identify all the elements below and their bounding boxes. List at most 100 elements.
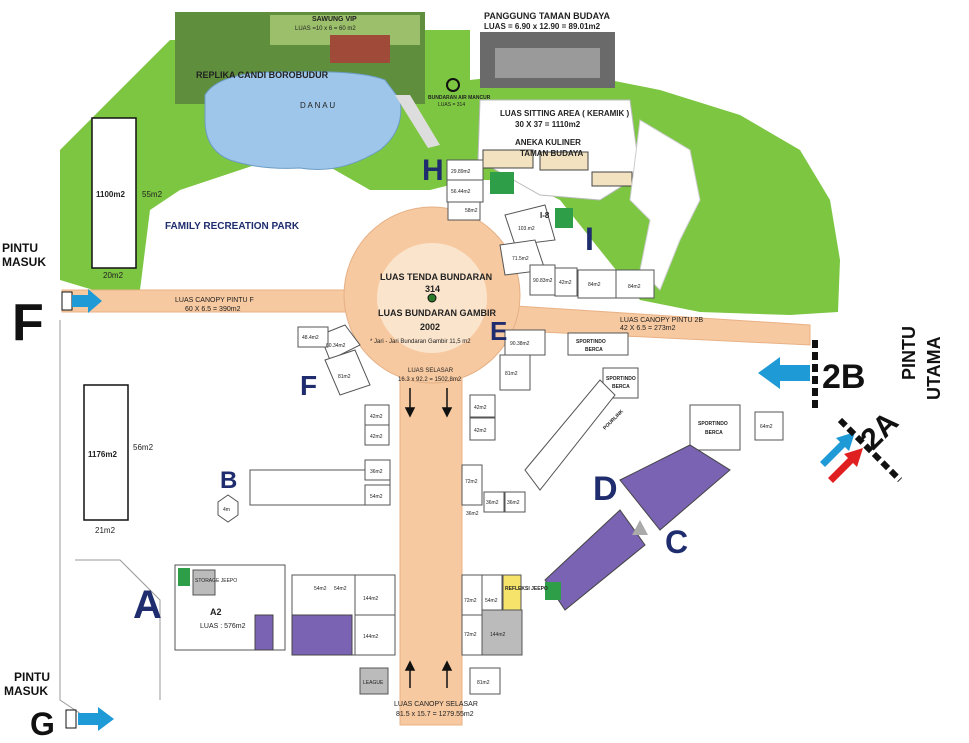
sportindo-1-block	[567, 332, 629, 356]
zone-b-stalls	[249, 459, 391, 506]
block-i4-label: 42m2	[559, 280, 572, 286]
block-e4	[469, 417, 496, 441]
panggung-luas: LUAS = 6.90 x 12.90 = 89.01m2	[484, 22, 601, 31]
sitting-label: LUAS SITTING AREA ( KERAMIK )	[500, 109, 630, 118]
field-1176	[83, 384, 129, 521]
block-c5-label: 81m2	[477, 680, 490, 686]
a2-luas: LUAS : 576m2	[200, 623, 246, 630]
center-dot	[427, 293, 437, 303]
block-i1-label: 103.m2	[518, 226, 535, 232]
block-e3-label: 42m2	[474, 405, 487, 411]
block-f5-label: 42m2	[370, 434, 383, 440]
block-a3-label: 54m2	[334, 586, 347, 592]
block-e4-label: 42m2	[474, 428, 487, 434]
zone-f-letter: F	[300, 370, 317, 401]
bundaran-air-luas: LUAS = 314	[438, 102, 465, 108]
storage-label: STORAGE JEEPO	[195, 578, 237, 584]
gambir-value: 2002	[420, 322, 440, 332]
refleksi-label: REFLEKSI JEEPO	[505, 586, 548, 592]
sportindo-3-label: SPORTINDO	[698, 421, 728, 427]
pourlink-label: POURLINK	[602, 408, 625, 431]
block-d2	[483, 491, 505, 513]
bottom-left-road	[75, 559, 161, 700]
panggung-label: PANGGUNG TAMAN BUDAYA	[484, 11, 611, 21]
pintu-utama-1: PINTU	[899, 326, 919, 380]
pintu-masuk-f-2: MASUK	[2, 255, 46, 269]
arrow-pintu-2b	[758, 340, 818, 410]
i8-label: I-8	[540, 211, 550, 220]
toilet-icon	[555, 208, 573, 228]
replika-label: REPLIKA CANDI BOROBUDUR	[196, 70, 329, 80]
block-b1-label: 36m2	[370, 469, 383, 475]
block-h1-label: 29.89m2	[451, 169, 471, 175]
block-c1	[461, 574, 483, 616]
gate-f-letter: F	[12, 294, 44, 352]
block-d1-label: 72m2	[465, 479, 478, 485]
pintu-masuk-f-1: PINTU	[2, 241, 38, 255]
pintu-masuk-g-1: PINTU	[14, 670, 50, 684]
fountain-symbol	[446, 78, 460, 92]
zone-e-letter: E	[490, 316, 507, 346]
canopy-selasar-label-1: LUAS CANOPY SELASAR	[394, 701, 478, 708]
jari-label: * Jari - Jari Bundaran Gambir 11,5 m2	[370, 339, 471, 345]
gate-2b-label: 2B	[822, 358, 865, 396]
refleksi-block	[502, 574, 522, 616]
kuliner-stall-3	[591, 171, 633, 187]
league-label: LEAGUE	[363, 680, 384, 686]
purple-block-a2	[254, 614, 274, 651]
block-c2-label: 54m2	[485, 598, 498, 604]
block-i2-label: 71.5m2	[512, 256, 529, 262]
block-i3-label: 90.83m2	[533, 278, 553, 284]
walkway	[395, 95, 440, 148]
block-i5-label: 84m2	[588, 282, 601, 288]
sportindo-1-label: SPORTINDO	[576, 339, 606, 345]
tenda-value: 314	[425, 284, 440, 294]
block-c1-label: 72m2	[464, 598, 477, 604]
block-i1	[504, 204, 556, 246]
block-c-small	[754, 411, 784, 441]
selasar-arrows	[404, 388, 453, 688]
panggung-stage	[495, 48, 600, 78]
block-i6-label: 84m2	[628, 284, 641, 290]
block-e1	[504, 329, 546, 356]
block-i6	[615, 269, 655, 299]
purple-block-a	[291, 614, 353, 656]
canopy-2b-label-1: LUAS CANOPY PINTU 2B	[620, 317, 703, 324]
block-d3-label: 36m2	[507, 500, 520, 506]
zone-c-letter: C	[665, 524, 688, 560]
block-c5	[469, 667, 501, 695]
block-labels: 29.89m2 56.44m2 58m2 103.m2 71.5m2 90.83…	[195, 169, 773, 686]
sportindo-3b-label: BERCA	[705, 430, 723, 436]
canopy-f-label-1: LUAS CANOPY PINTU F	[175, 297, 254, 304]
block-e2	[499, 354, 531, 391]
field-21-label: 21m2	[95, 526, 116, 535]
zone-d-letter: D	[593, 470, 618, 508]
block-f5	[364, 424, 390, 446]
block-h3	[447, 201, 481, 221]
selasar-label-1: LUAS SELASAR	[408, 368, 454, 374]
zone-h-letter: H	[422, 154, 444, 187]
block-d5-label: 64m2	[760, 424, 773, 430]
purple-block-d	[619, 444, 731, 531]
family-park-label: FAMILY RECREATION PARK	[165, 221, 300, 232]
block-b3	[217, 494, 239, 523]
block-e1-label: 90.38m2	[510, 341, 530, 347]
zone-b-letter: B	[220, 467, 237, 494]
block-e2-label: 81m2	[505, 371, 518, 377]
gambir-label: LUAS BUNDARAN GAMBIR	[378, 308, 496, 318]
field-1176-label: 1176m2	[88, 450, 117, 459]
arrow-pintu-f	[61, 289, 102, 313]
sportindo-2-label: SPORTINDO	[606, 376, 636, 382]
block-f2-label: 48.4m2	[302, 335, 319, 341]
block-d2-label: 36m2	[486, 500, 499, 506]
field-1100	[91, 117, 137, 269]
block-f1	[319, 324, 361, 361]
kuliner-label-2: TAMAN BUDAYA	[520, 149, 583, 158]
pintu-masuk-g-2: MASUK	[4, 684, 48, 698]
toilet-icon	[490, 172, 514, 194]
block-c3-label: 72m2	[464, 632, 477, 638]
bundaran-air-label: BUNDARAN AIR MANCUR	[428, 95, 491, 101]
toilet-icon	[545, 582, 561, 600]
block-f3	[324, 349, 371, 396]
block-f4-label: 42m2	[370, 414, 383, 420]
